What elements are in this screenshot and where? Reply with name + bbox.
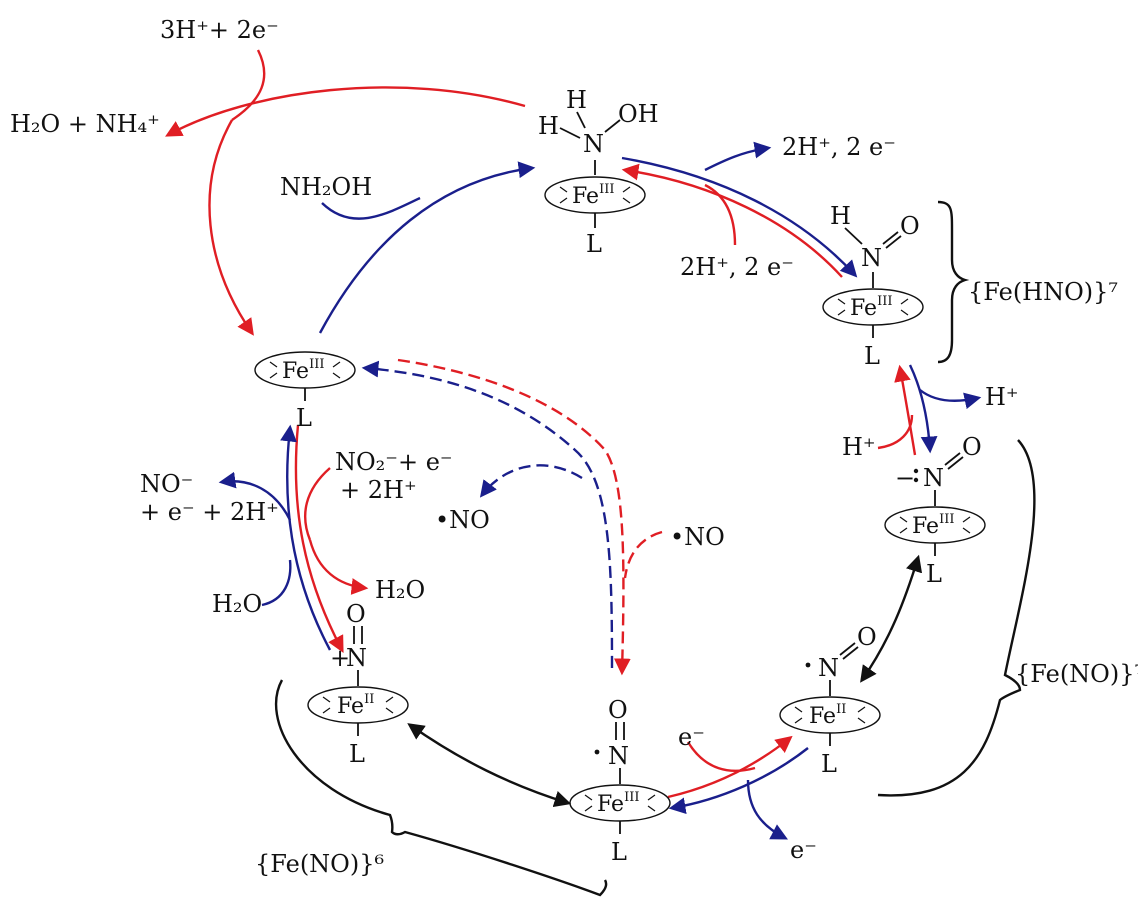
o-atom: O — [857, 623, 877, 651]
label-h-plus-out: H⁺ — [985, 383, 1019, 411]
arrow-3h2e-in — [231, 49, 266, 121]
o-atom: O — [900, 212, 920, 240]
arrow-to-water-ammonium — [165, 86, 526, 137]
label-fe-no-7: {Fe(NO)}⁷ — [1015, 660, 1138, 688]
arrow-red-mid-to-hno — [894, 364, 917, 456]
o-atom: O — [346, 600, 366, 628]
arrow-red-e-in — [686, 741, 756, 772]
n-atom: N — [583, 130, 604, 158]
o-atom: O — [608, 696, 628, 724]
arrow-red-to-fe3-left — [208, 119, 254, 336]
n-atom: N — [923, 464, 944, 492]
brace-fe-no7 — [877, 439, 1036, 797]
arrow-red-2h2e-in — [704, 183, 737, 246]
arrow-red-h-in — [877, 414, 914, 450]
arrow-nh2oh-in — [321, 196, 421, 220]
fe3-nitroxyl-complex: FeIII L N − O — [884, 433, 986, 588]
label-nitroxyl-2: + e⁻ + 2H⁺ — [140, 498, 279, 526]
label-nitrite-1: NO₂⁻+ e⁻ — [335, 448, 453, 476]
arrow-red-nitrite-in — [303, 467, 331, 541]
fe3-complex-left: FeIII L — [254, 351, 356, 432]
charge-sign: + — [330, 644, 350, 672]
arrow-blue-water-in — [261, 559, 292, 607]
ligand-label: L — [349, 740, 365, 768]
arrow-blue-center-to-hno — [621, 156, 858, 278]
h-atom-left: H — [538, 112, 559, 140]
metal-label: FeIII — [572, 182, 615, 209]
arrow-red-fe3left-to-fe2left — [294, 424, 344, 653]
radical-dot — [594, 749, 600, 755]
o-atom: O — [962, 433, 982, 461]
label-no-in: •NO — [670, 523, 725, 551]
arrow-blue-dashed-to-fe3left — [361, 360, 614, 669]
fe2-no-complex-left: FeII L N + O — [307, 600, 409, 768]
fe3-no-complex-bottom: FeIII L N O — [569, 696, 671, 866]
arrow-black-mid-low — [860, 554, 923, 683]
fe3-hno-complex: FeIII L N H O — [822, 202, 924, 370]
metal-label: FeIII — [850, 294, 893, 321]
metal-label: FeIII — [597, 790, 640, 817]
arrow-red-water-out — [308, 539, 369, 595]
metal-label: FeIII — [282, 357, 325, 384]
ligand-label: L — [586, 230, 602, 258]
oh-group: OH — [618, 100, 659, 128]
ligand-label: L — [864, 342, 880, 370]
arrow-black-left-bottom — [407, 723, 572, 808]
ligand-label: L — [821, 750, 837, 778]
label-water-in: H₂O — [212, 590, 262, 618]
arrow-blue-hno-to-mid — [908, 364, 938, 454]
arrow-blue-low-to-bottom — [668, 747, 809, 815]
brace-fe-hno — [937, 200, 970, 364]
fe2-no-complex-right: FeII L N O — [779, 623, 881, 778]
label-no-out: •NO — [435, 506, 490, 534]
brace-fe-no6 — [274, 679, 608, 897]
arrow-blue-2h2e-out — [704, 141, 772, 172]
label-e-in: e⁻ — [678, 723, 705, 751]
arrow-red-dashed-to-bottom — [397, 358, 631, 676]
metal-label: FeII — [809, 702, 846, 729]
ligand-label: L — [611, 838, 627, 866]
metal-label: FeII — [337, 692, 374, 719]
fe3-center-complex: FeIII L N H H OH — [538, 86, 659, 258]
label-water-out: H₂O — [375, 576, 425, 604]
label-2h-2e-out: 2H⁺, 2 e⁻ — [782, 133, 896, 161]
n-atom: N — [861, 244, 882, 272]
arrow-blue-e-out — [746, 779, 788, 840]
label-h-plus-in: H⁺ — [842, 433, 876, 461]
radical-dot — [805, 662, 811, 668]
label-nitroxyl-1: NO⁻ — [140, 470, 193, 498]
n-atom: N — [608, 742, 629, 770]
label-hydroxylamine: NH₂OH — [280, 173, 372, 201]
h-atom-top: H — [566, 86, 587, 114]
arrow-red-dashed-no-in — [623, 530, 663, 579]
label-fe-no-6: {Fe(NO)}⁶ — [255, 850, 384, 878]
arrow-blue-fe2left-to-fe3left — [280, 424, 332, 651]
n-atom: N — [346, 644, 367, 672]
charge-sign: − — [895, 464, 915, 492]
h-atom: H — [830, 202, 851, 230]
arrow-blue-nitroxyl-out — [218, 471, 292, 521]
label-e-out: e⁻ — [790, 836, 817, 864]
arrow-blue-fe3left-to-center — [318, 161, 536, 334]
arrow-red-hno-to-center — [621, 163, 843, 278]
metal-label: FeIII — [912, 512, 955, 539]
label-2h-2e-in: 2H⁺, 2 e⁻ — [680, 253, 794, 281]
arrow-blue-h-out — [919, 389, 982, 410]
label-fe-hno-7: {Fe(HNO)}⁷ — [968, 278, 1118, 306]
n-atom: N — [818, 654, 839, 682]
ligand-label: L — [926, 560, 942, 588]
label-nitrite-2: + 2H⁺ — [340, 476, 417, 504]
label-3h-2e: 3H⁺+ 2e⁻ — [160, 16, 279, 44]
ligand-label: L — [296, 404, 312, 432]
label-water-ammonium: H₂O + NH₄⁺ — [10, 110, 160, 138]
arrow-blue-dashed-no-out — [479, 464, 583, 498]
